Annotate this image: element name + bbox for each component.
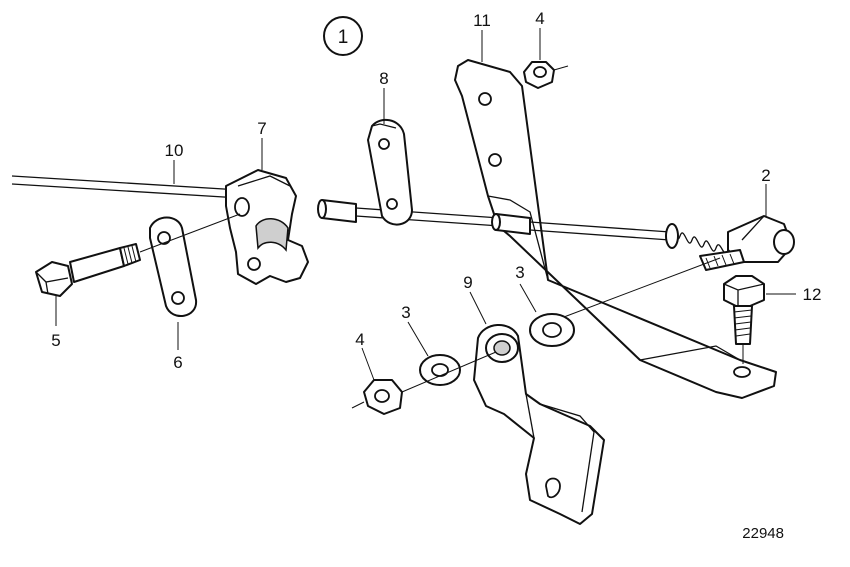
nut-upper	[523, 61, 569, 89]
callout-4a: 4	[535, 9, 544, 28]
link-plate-lower	[149, 216, 198, 317]
callout-4b: 4	[355, 330, 364, 349]
callout-7: 7	[257, 119, 266, 138]
callout-6: 6	[173, 353, 182, 372]
washer-upper	[529, 313, 575, 347]
control-cable	[11, 175, 671, 241]
callout-11: 11	[473, 11, 491, 30]
leader-lines	[55, 28, 796, 381]
bolt-short	[723, 275, 765, 364]
ball-joint-end	[555, 215, 795, 321]
washer-lower	[419, 354, 461, 386]
callout-9: 9	[463, 273, 472, 292]
figure-reference-number: 22948	[742, 525, 784, 542]
link-arm	[473, 324, 605, 525]
callout-2: 2	[761, 166, 770, 185]
cable-clamp	[225, 169, 309, 285]
callout-10: 10	[165, 141, 184, 160]
view-number-badge: 1	[323, 16, 363, 56]
callout-3a: 3	[515, 263, 524, 282]
view-number: 1	[338, 27, 349, 48]
nut-lower	[351, 351, 497, 415]
callout-8: 8	[379, 69, 388, 88]
callout-3b: 3	[401, 303, 410, 322]
callout-5: 5	[51, 331, 60, 350]
callout-12: 12	[803, 285, 822, 304]
bolt-long	[35, 213, 241, 297]
callout-labels: 2 3 3 4 4 5 6 7 8 9 10 11 12	[51, 9, 821, 372]
